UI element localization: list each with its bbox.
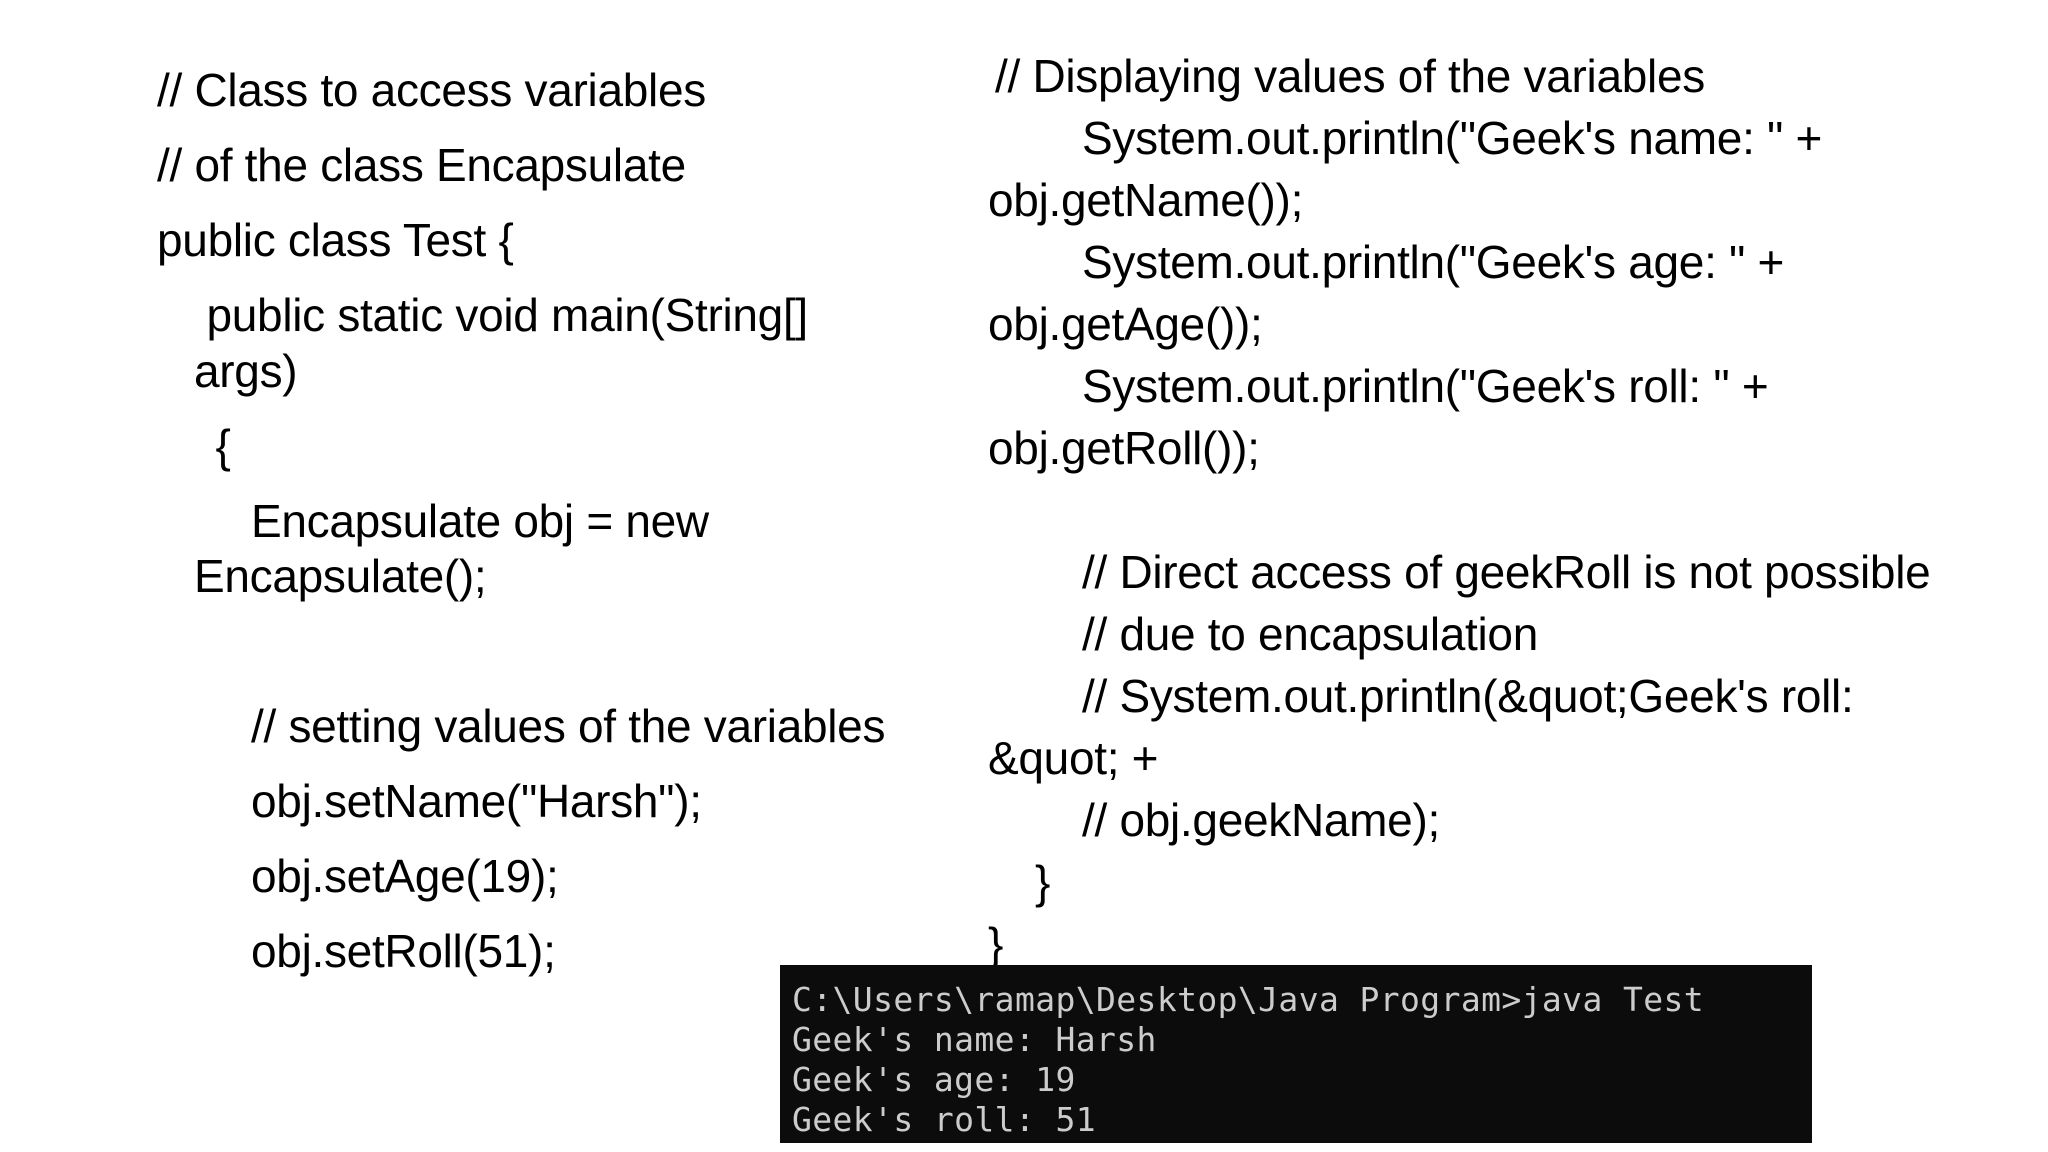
code-comment: // System.out.println(&quot;Geek's roll: (1082, 670, 1854, 722)
code-line: System.out.println("Geek's roll: " + (1082, 360, 1769, 412)
code-line: Encapsulate obj = new (251, 495, 709, 547)
code-comment: // Direct access of geekRoll is not poss… (1082, 546, 1931, 598)
code-line: } (988, 918, 1004, 970)
code-line: obj.getRoll()); (988, 422, 1260, 474)
code-line: obj.setName("Harsh"); (251, 775, 702, 827)
console-line: Geek's roll: 51 (792, 1100, 1097, 1139)
code-line: public static void main(String[] (194, 289, 808, 341)
code-line: System.out.println("Geek's name: " + (1082, 112, 1823, 164)
code-line: args) (194, 345, 298, 397)
code-line: // of the class Encapsulate (157, 139, 686, 191)
console-output: C:\Users\ramap\Desktop\Java Program>java… (780, 965, 1812, 1143)
code-line: obj.setRoll(51); (251, 925, 556, 977)
code-line: } (1035, 856, 1051, 908)
code-line: obj.getName()); (988, 174, 1304, 226)
console-line: C:\Users\ramap\Desktop\Java Program>java… (792, 980, 1705, 1019)
code-line: public class Test { (157, 214, 514, 266)
code-comment: // Displaying values of the variables (995, 50, 1705, 102)
code-line: System.out.println("Geek's age: " + (1082, 236, 1785, 288)
code-comment: // setting values of the variables (251, 700, 886, 752)
code-comment: // obj.geekName); (1082, 794, 1440, 846)
code-comment: &quot; + (988, 732, 1159, 784)
code-comment: // due to encapsulation (1082, 608, 1538, 660)
code-line: obj.setAge(19); (251, 850, 559, 902)
code-line: // Class to access variables (157, 64, 706, 116)
console-line: Geek's name: Harsh (792, 1020, 1157, 1059)
code-line: { (203, 420, 231, 472)
console-line: Geek's age: 19 (792, 1060, 1076, 1099)
code-line: obj.getAge()); (988, 298, 1263, 350)
code-line: Encapsulate(); (194, 550, 487, 602)
